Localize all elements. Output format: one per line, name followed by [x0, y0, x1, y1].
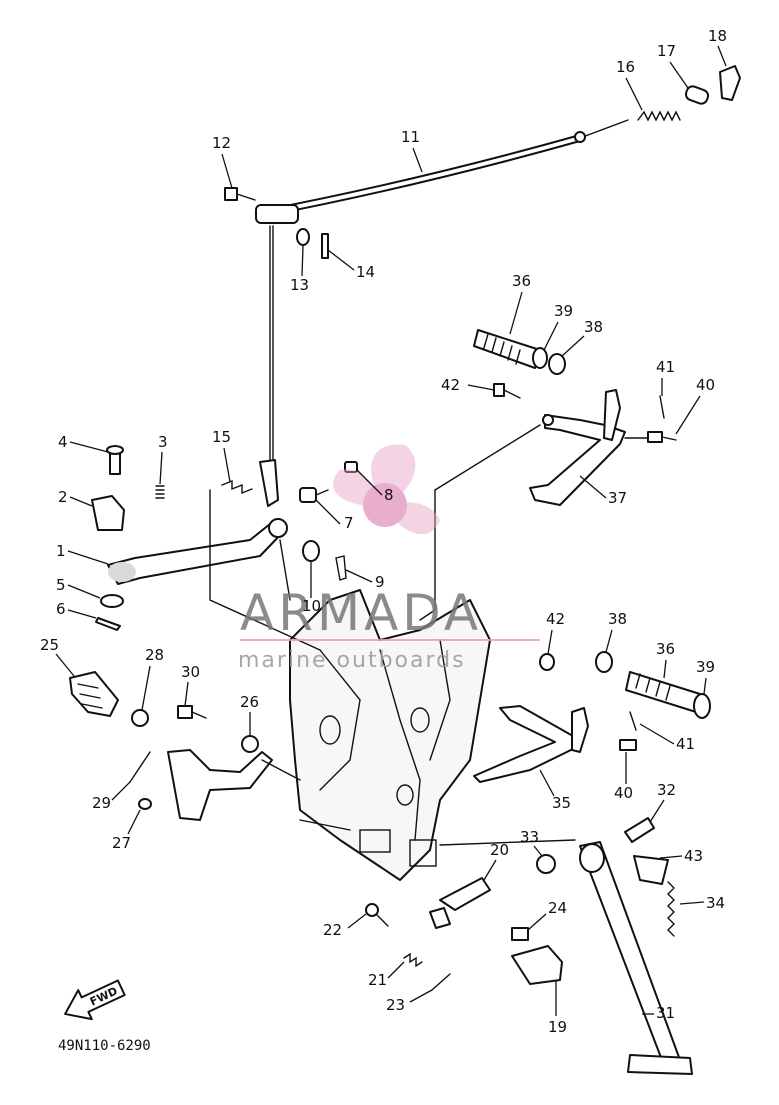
callout-4: 4 [58, 433, 68, 451]
watermark-brand: ARMADA [240, 584, 482, 642]
callout-20: 20 [490, 841, 509, 859]
diagram-code: 49N110-6290 [58, 1038, 151, 1054]
callout-26: 26 [240, 693, 259, 711]
right-footrest-group [419, 329, 677, 621]
callout-14: 14 [356, 263, 375, 281]
callout-11: 11 [401, 128, 420, 146]
callout-33: 33 [520, 828, 539, 846]
callout-8: 8 [384, 486, 394, 504]
callout-23: 23 [386, 996, 405, 1014]
watermark-tagline: marine outboards [238, 648, 466, 673]
callout-15: 15 [212, 428, 231, 446]
callout-36-lower: 36 [656, 640, 675, 658]
callout-6: 6 [56, 600, 66, 618]
callout-35: 35 [552, 794, 571, 812]
callout-10: 10 [302, 597, 321, 615]
callout-40-lower: 40 [614, 784, 633, 802]
frame-section [289, 589, 491, 881]
callout-13: 13 [290, 276, 309, 294]
fwd-arrow: FWD [64, 979, 126, 1021]
lower-right-group [365, 651, 711, 1075]
callout-29: 29 [92, 794, 111, 812]
callout-3: 3 [158, 433, 168, 451]
callout-37: 37 [608, 489, 627, 507]
callout-21: 21 [368, 971, 387, 989]
callout-38: 38 [584, 318, 603, 336]
watermark: ARMADA marine outboards [238, 444, 540, 673]
callout-42-lower: 42 [546, 610, 565, 628]
callout-16: 16 [616, 58, 635, 76]
callout-1: 1 [56, 542, 66, 560]
callout-22: 22 [323, 921, 342, 939]
callout-39-lower: 39 [696, 658, 715, 676]
propeller-logo [332, 444, 440, 535]
callout-labels: 1 2 3 4 5 6 7 8 9 10 11 12 13 14 15 16 1… [40, 27, 727, 1036]
brake-cable-group [224, 65, 741, 461]
callout-2: 2 [58, 488, 68, 506]
callout-41: 41 [656, 358, 675, 376]
callout-38-lower: 38 [608, 610, 627, 628]
callout-40: 40 [696, 376, 715, 394]
callout-24: 24 [548, 899, 567, 917]
callout-30: 30 [181, 663, 200, 681]
left-footrest-group [69, 671, 301, 821]
callout-32: 32 [657, 781, 676, 799]
callout-5: 5 [56, 576, 66, 594]
callout-43: 43 [684, 847, 703, 865]
callout-17: 17 [657, 42, 676, 60]
callout-7: 7 [344, 514, 354, 532]
callout-39: 39 [554, 302, 573, 320]
callout-18: 18 [708, 27, 727, 45]
callout-19: 19 [548, 1018, 567, 1036]
callout-27: 27 [112, 834, 131, 852]
callout-12: 12 [212, 134, 231, 152]
brake-pedal-group [91, 445, 358, 651]
callout-28: 28 [145, 646, 164, 664]
callout-36: 36 [512, 272, 531, 290]
callout-9: 9 [375, 573, 385, 591]
callout-25: 25 [40, 636, 59, 654]
callout-34: 34 [706, 894, 725, 912]
callout-31: 31 [656, 1004, 675, 1022]
callout-42: 42 [441, 376, 460, 394]
callout-41-lower: 41 [676, 735, 695, 753]
